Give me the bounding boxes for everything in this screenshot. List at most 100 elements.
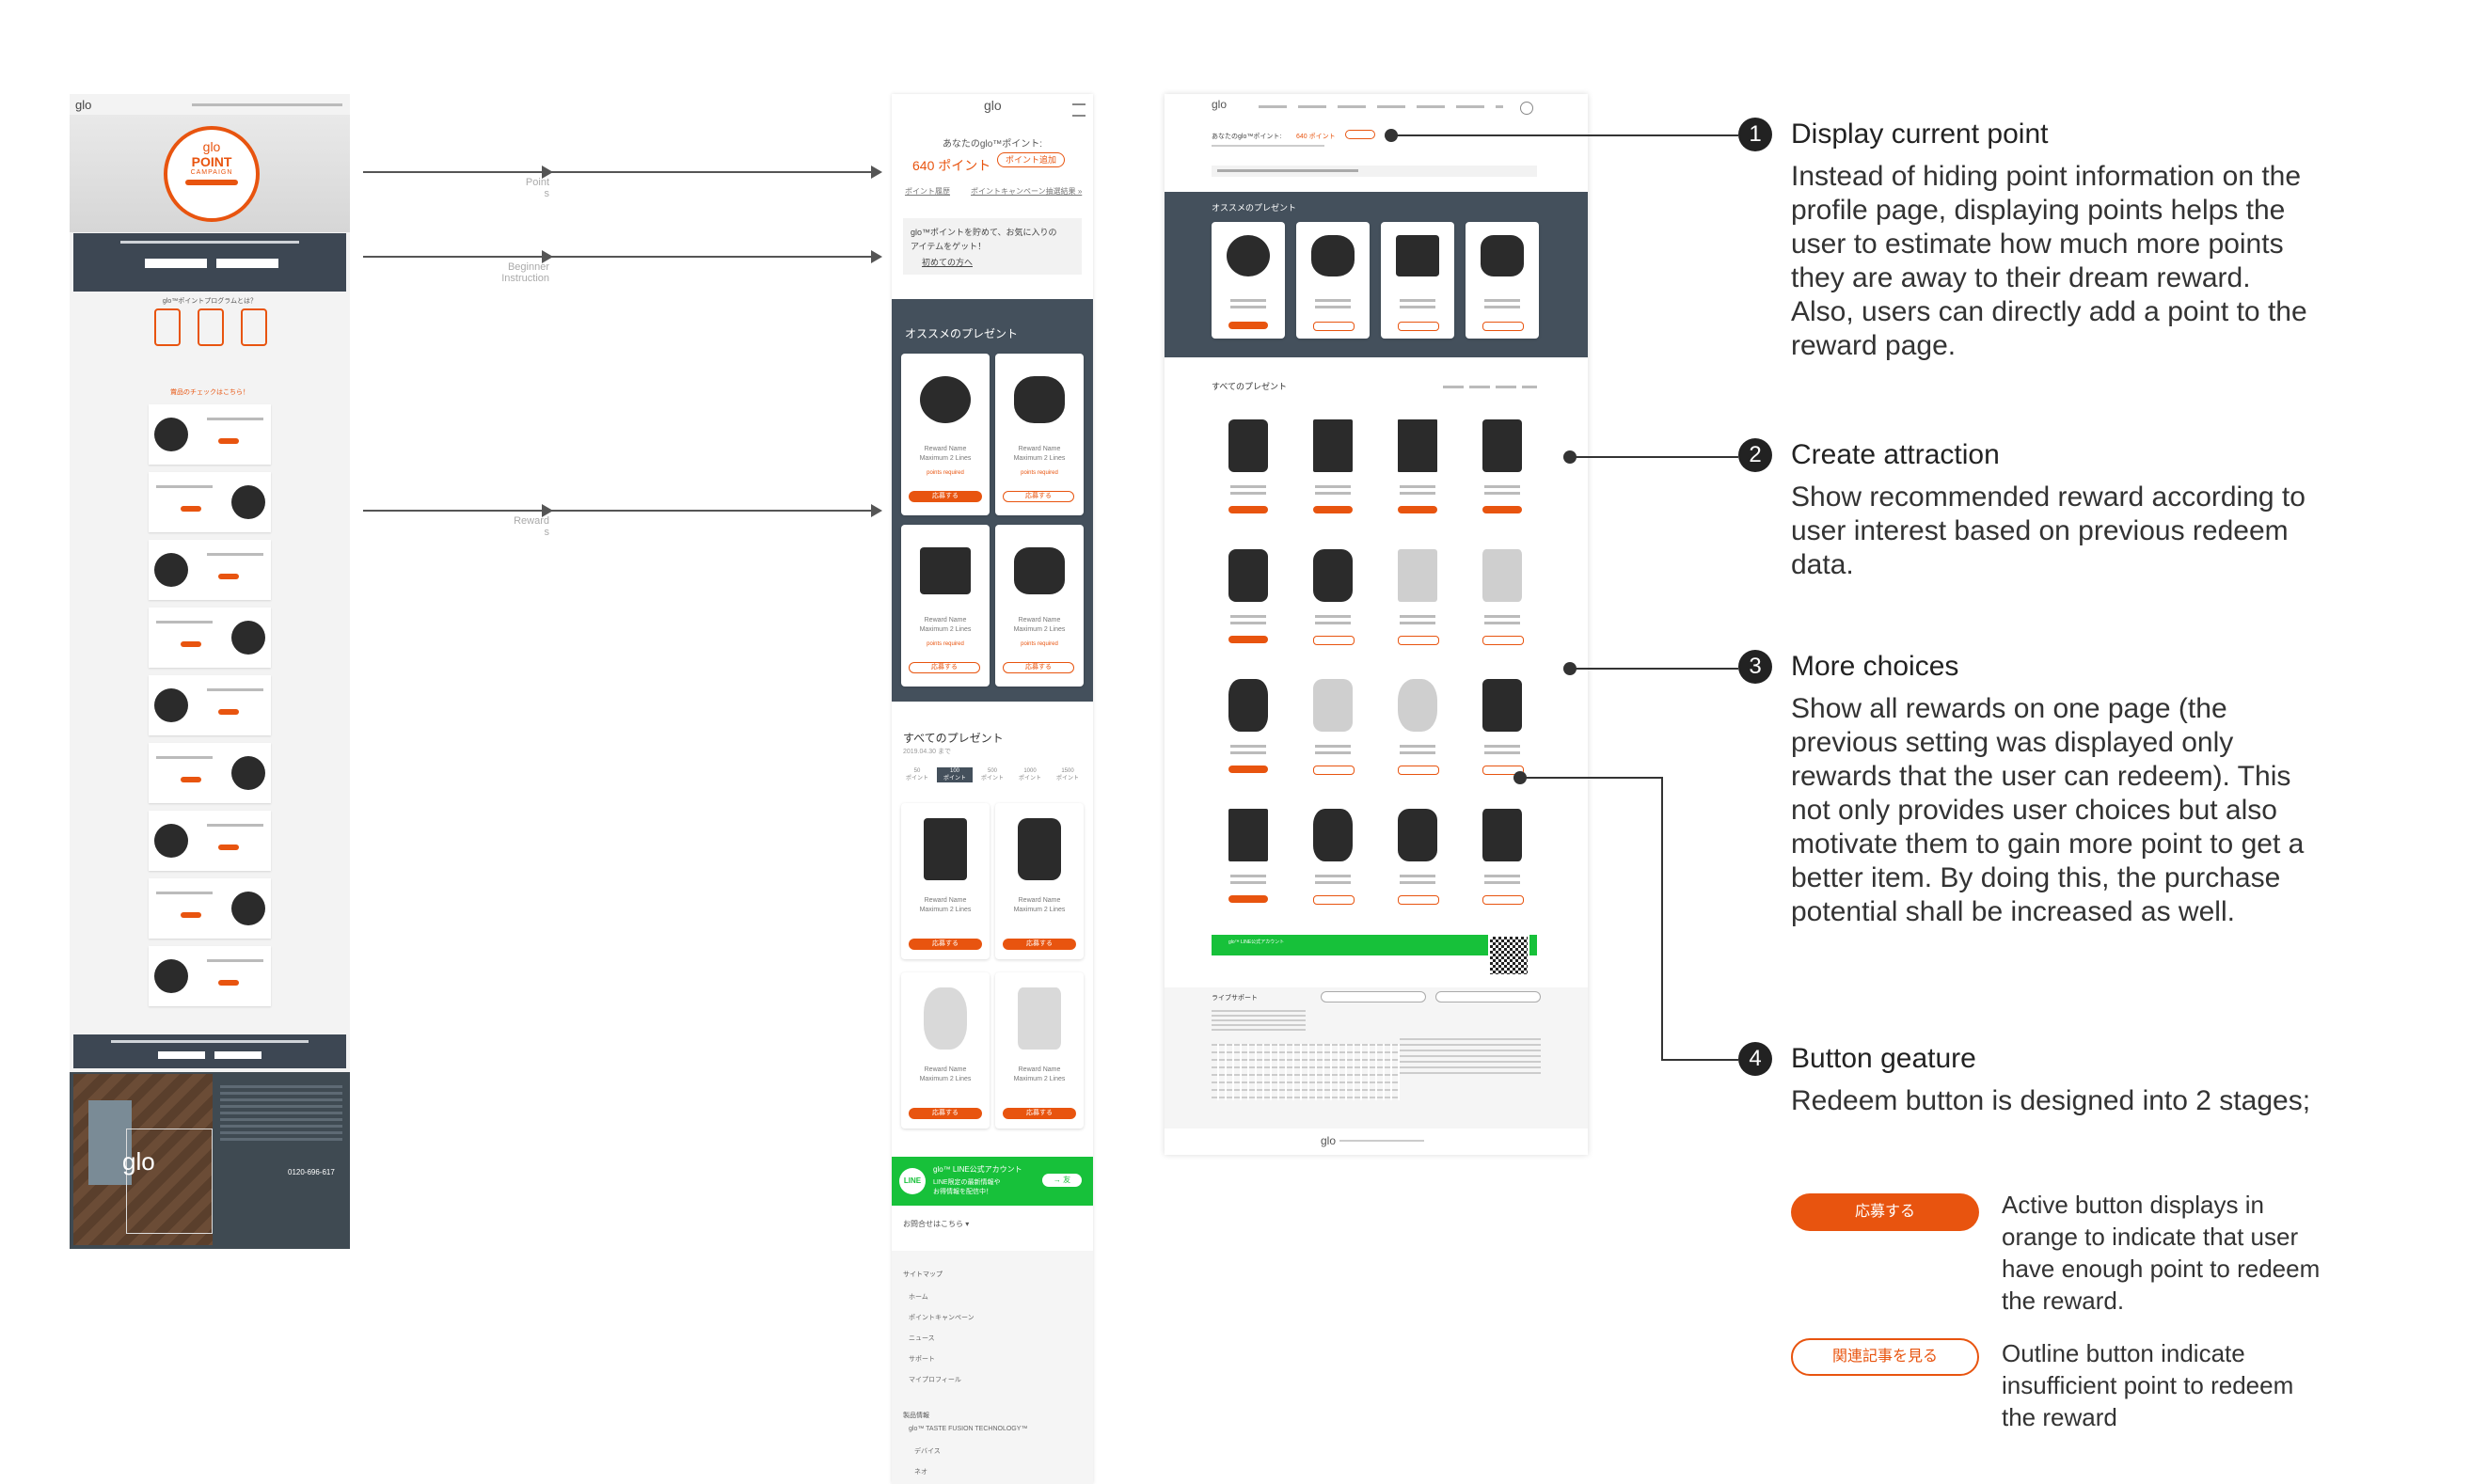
product-info-link[interactable]: デバイス (914, 1448, 941, 1455)
old-product-button[interactable] (218, 438, 239, 444)
redeem-button[interactable] (1228, 895, 1268, 903)
sample-active-button[interactable]: 応募する (1791, 1193, 1979, 1231)
desktop-all-card[interactable] (1466, 410, 1539, 529)
user-avatar-icon[interactable] (1520, 102, 1533, 115)
redeem-button[interactable] (1228, 636, 1268, 643)
old-product-button[interactable] (218, 980, 239, 986)
redeem-button[interactable]: 応募する (909, 939, 982, 950)
desktop-logo[interactable]: glo (1212, 98, 1228, 111)
desktop-all-card[interactable] (1381, 540, 1454, 658)
desktop-all-card[interactable] (1212, 540, 1285, 658)
mobile-add-point-button[interactable]: ポイント追加 (997, 152, 1065, 167)
redeem-button[interactable] (1228, 322, 1268, 329)
redeem-button[interactable] (1398, 506, 1437, 513)
old-product-button[interactable] (218, 845, 239, 850)
redeem-button[interactable] (1482, 322, 1524, 331)
product-info-link[interactable]: glo™ TASTE FUSION TECHNOLOGY™ (909, 1426, 1028, 1432)
redeem-button[interactable]: 応募する (909, 662, 980, 673)
redeem-button[interactable]: 応募する (1003, 491, 1074, 502)
desktop-all-card[interactable] (1296, 670, 1370, 788)
desktop-all-card[interactable] (1466, 540, 1539, 658)
desktop-all-card[interactable] (1212, 799, 1285, 918)
desktop-all-card[interactable] (1381, 670, 1454, 788)
mobile-line-add-button[interactable]: → 友 (1042, 1174, 1082, 1187)
mobile-contact-link[interactable]: お問合せはこちら ▾ (903, 1220, 970, 1228)
sample-outline-button[interactable]: 関連記事を見る (1791, 1338, 1979, 1376)
old-product-card[interactable] (149, 675, 271, 735)
old-product-card[interactable] (149, 404, 271, 465)
sitemap-link[interactable]: ホーム (909, 1294, 928, 1301)
old-product-button[interactable] (218, 709, 239, 715)
old-product-card[interactable] (149, 608, 271, 668)
mobile-line-banner[interactable]: LINE glo™ LINE公式アカウント LINE限定の最新情報や お得情報を… (892, 1157, 1093, 1206)
redeem-button[interactable]: 応募する (1003, 939, 1076, 950)
redeem-button[interactable] (1482, 895, 1524, 905)
old-product-button[interactable] (181, 912, 201, 918)
old-product-button[interactable] (181, 506, 201, 512)
desktop-recommended-card[interactable] (1466, 222, 1539, 339)
old-product-card[interactable] (149, 946, 271, 1006)
desktop-all-card[interactable] (1296, 540, 1370, 658)
redeem-button[interactable]: 応募する (1003, 662, 1074, 673)
old-page-input[interactable] (145, 259, 207, 268)
desktop-line-banner[interactable]: glo™ LINE公式アカウント (1212, 935, 1537, 955)
mobile-results-link[interactable]: ポイントキャンペーン抽選結果 » (971, 187, 1083, 196)
old-product-card[interactable] (149, 743, 271, 803)
desktop-all-card[interactable] (1212, 410, 1285, 529)
old-product-button[interactable] (181, 641, 201, 647)
redeem-button[interactable] (1398, 636, 1439, 645)
redeem-button[interactable] (1313, 506, 1353, 513)
old-product-card[interactable] (149, 540, 271, 600)
redeem-button[interactable] (1482, 766, 1524, 775)
desktop-phone-button[interactable] (1435, 991, 1541, 1002)
redeem-button[interactable] (1313, 766, 1355, 775)
desktop-chat-button[interactable] (1321, 991, 1426, 1002)
redeem-button[interactable] (1398, 895, 1439, 905)
sitemap-link[interactable]: マイプロフィール (909, 1377, 961, 1383)
old-product-button[interactable] (181, 777, 201, 782)
redeem-button[interactable]: 応募する (1003, 1108, 1076, 1119)
old-page-input-2[interactable] (216, 259, 278, 268)
redeem-button[interactable] (1398, 766, 1439, 775)
hamburger-icon[interactable] (1072, 103, 1085, 117)
desktop-recommended-card[interactable] (1212, 222, 1285, 339)
mobile-beginner-link[interactable]: 初めての方へ (922, 258, 974, 267)
desktop-recommended-card[interactable] (1296, 222, 1370, 339)
mobile-history-link[interactable]: ポイント履歴 (905, 187, 950, 196)
desktop-all-card[interactable] (1381, 410, 1454, 529)
desktop-all-card[interactable] (1212, 670, 1285, 788)
old-product-card[interactable] (149, 878, 271, 939)
sitemap-link[interactable]: ニュース (909, 1335, 935, 1342)
sitemap-link[interactable]: ポイントキャンペーン (909, 1315, 975, 1321)
desktop-add-point-button[interactable] (1345, 130, 1375, 139)
product-info-link[interactable]: ネオ (914, 1469, 927, 1476)
sitemap-link[interactable]: サポート (909, 1356, 935, 1363)
old-product-card[interactable] (149, 811, 271, 871)
desktop-all-card[interactable] (1466, 670, 1539, 788)
redeem-button[interactable] (1398, 322, 1439, 331)
desktop-all-card[interactable] (1466, 799, 1539, 918)
redeem-button[interactable] (1313, 322, 1355, 331)
redeem-button[interactable] (1228, 766, 1268, 773)
redeem-button[interactable]: 応募する (909, 1108, 982, 1119)
old-product-card[interactable] (149, 472, 271, 532)
redeem-button[interactable] (1482, 636, 1524, 645)
desktop-all-card[interactable] (1296, 410, 1370, 529)
redeem-button[interactable] (1228, 506, 1268, 513)
redeem-button[interactable] (1313, 636, 1355, 645)
desktop-all-card[interactable] (1381, 799, 1454, 918)
redeem-button[interactable]: 応募する (909, 491, 982, 502)
